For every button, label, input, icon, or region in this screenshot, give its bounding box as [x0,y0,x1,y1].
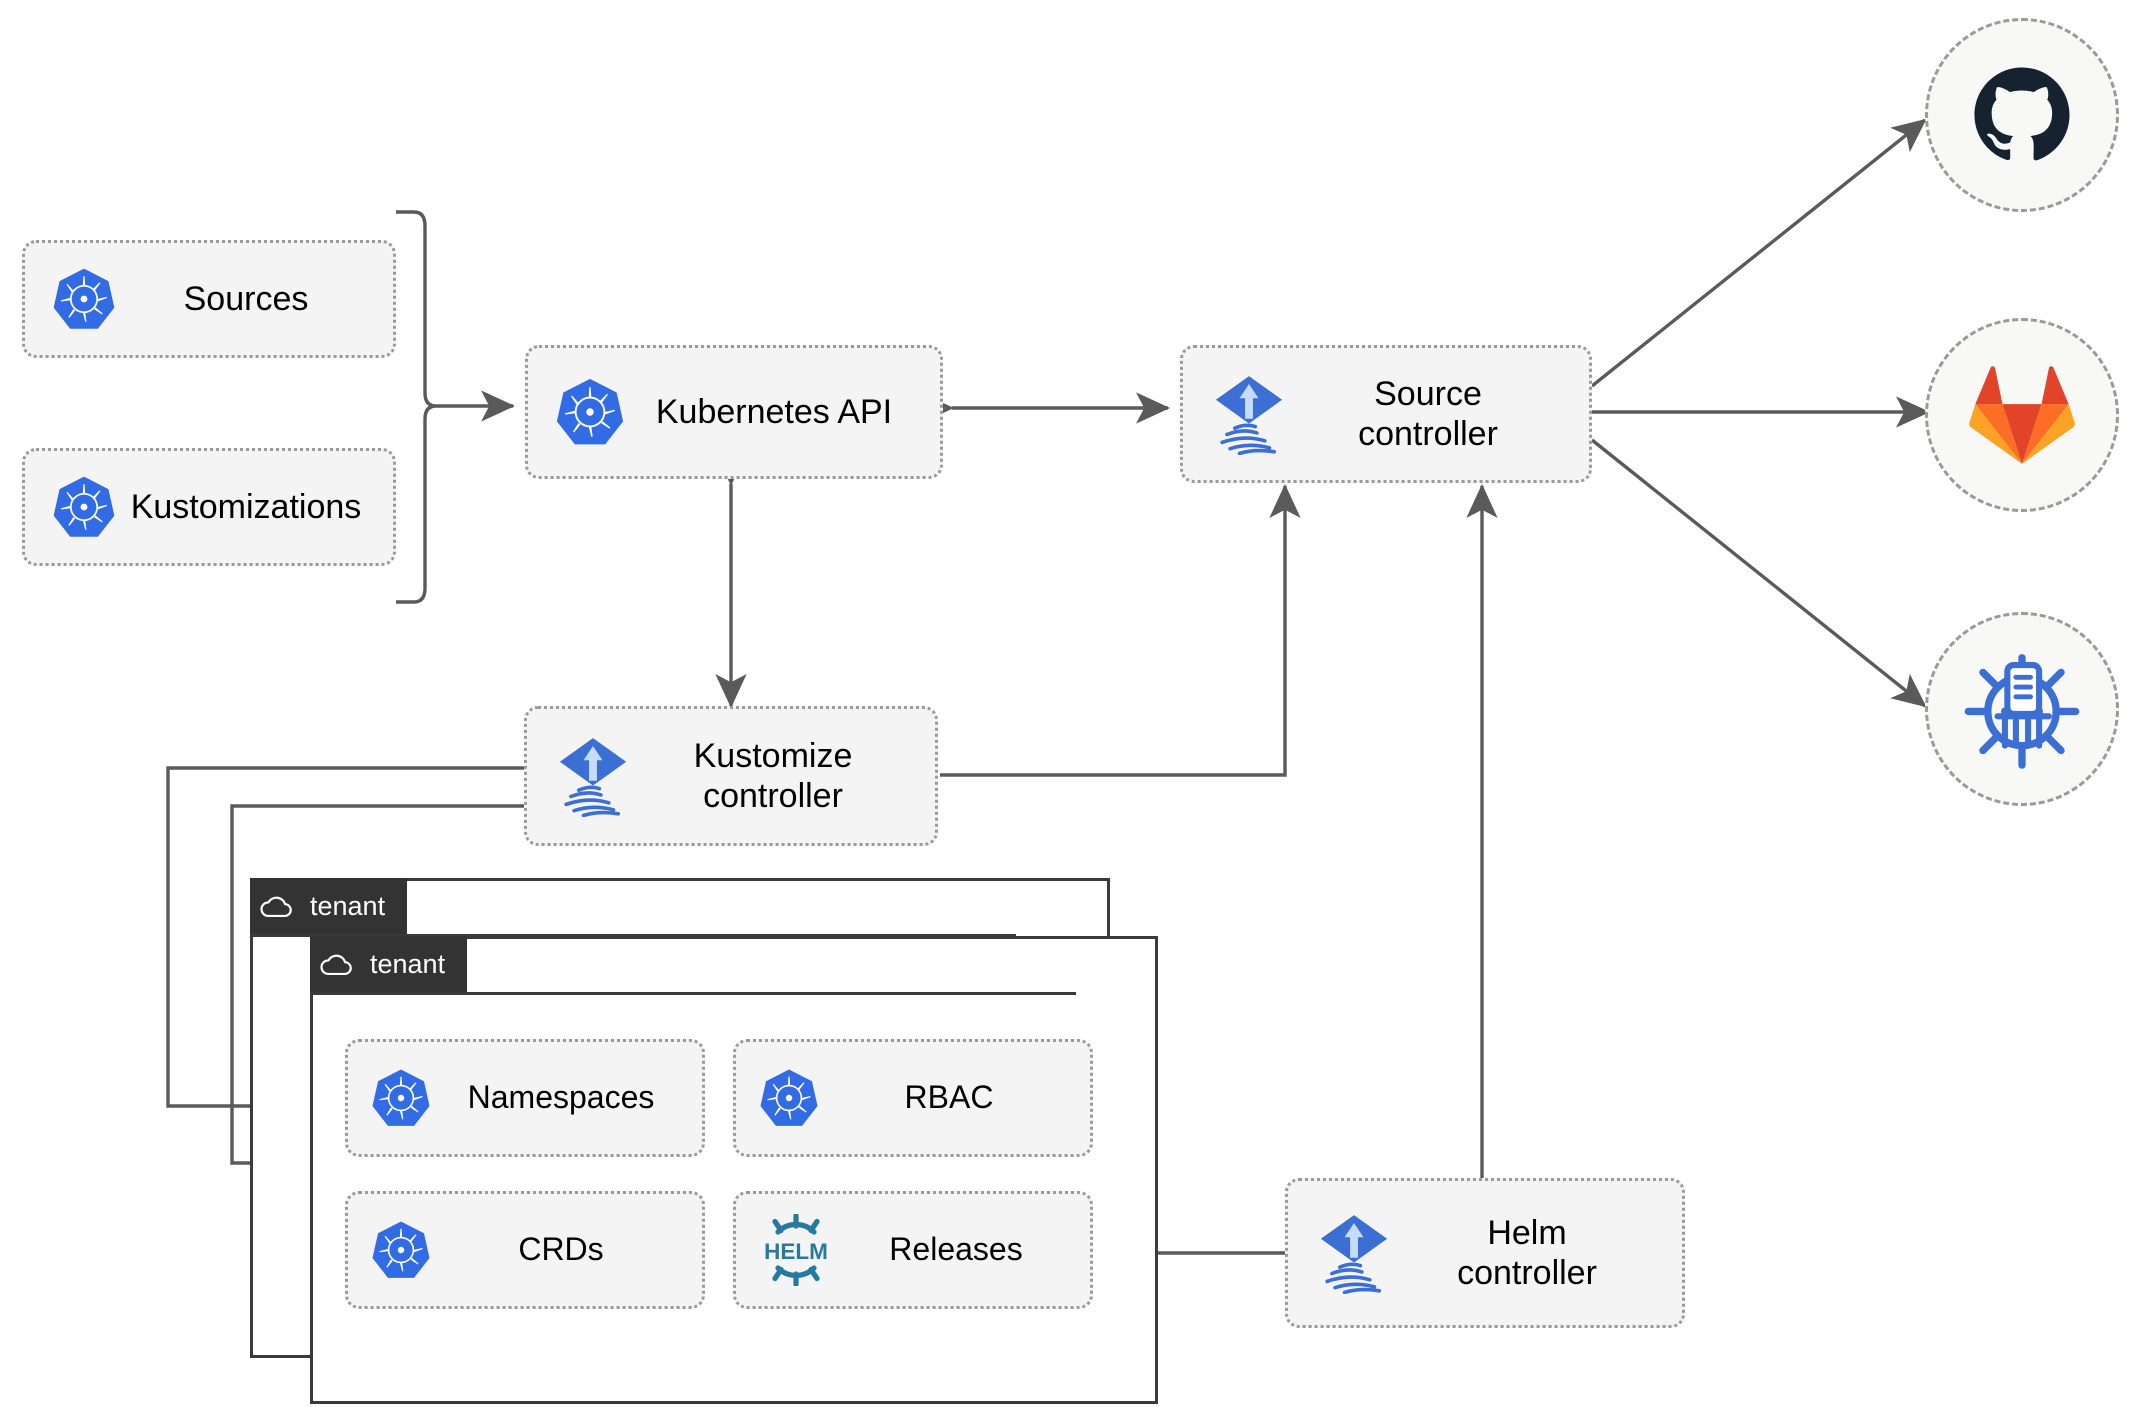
node-label-releases: Releases [889,1231,1023,1268]
tenant-tab[interactable]: tenant [250,878,408,934]
kubernetes-icon [51,266,117,332]
node-label-kubernetes-api: Kubernetes API [655,392,893,431]
kubernetes-icon [370,1219,432,1281]
resource-node-kustomizations[interactable]: Kustomizations [22,448,396,566]
resource-label-kustomizations: Kustomizations [130,487,362,526]
kubernetes-icon [554,376,626,448]
tenant-tabstrip [310,936,1076,995]
tenant-container-front[interactable]: tenant [310,936,1158,1404]
node-label-namespaces: Namespaces [467,1079,655,1116]
node-label-helm-controller: Helm controller [1457,1213,1597,1292]
node-source-controller[interactable]: Source controller [1180,345,1592,483]
svg-text:HELM: HELM [764,1239,828,1264]
endpoint-helm-repository[interactable] [1925,612,2119,806]
node-releases[interactable]: HELM Releases [733,1191,1093,1309]
helm-repository-icon [1964,654,2080,769]
gitlab-icon [1969,366,2075,464]
flux-icon [553,735,633,817]
resource-label-sources: Sources [183,279,309,318]
node-helm-controller[interactable]: Helm controller [1285,1178,1685,1328]
node-kustomize-controller[interactable]: Kustomize controller [524,706,938,846]
tenant-label: tenant [370,948,446,979]
node-label-crds: CRDs [518,1231,604,1268]
resource-node-sources[interactable]: Sources [22,240,396,358]
node-label-rbac: RBAC [904,1079,994,1116]
node-kubernetes-api[interactable]: Kubernetes API [525,345,943,479]
node-label-kustomize-controller: Kustomize controller [693,736,853,815]
kubernetes-icon [758,1067,820,1129]
node-namespaces[interactable]: Namespaces [345,1039,705,1157]
helm-icon: HELM [758,1214,834,1286]
kubernetes-icon [370,1067,432,1129]
kubernetes-icon [51,474,117,540]
cloud-icon [310,951,364,977]
tenant-tabstrip [250,878,1016,937]
github-icon [1974,67,2070,161]
cloud-icon [250,893,304,919]
endpoint-github[interactable] [1925,18,2119,212]
node-crds[interactable]: CRDs [345,1191,705,1309]
node-label-source-controller: Source controller [1358,374,1498,453]
flux-icon [1314,1212,1394,1294]
tenant-tab[interactable]: tenant [310,936,468,992]
node-rbac[interactable]: RBAC [733,1039,1093,1157]
endpoint-gitlab[interactable] [1925,318,2119,512]
flux-icon [1209,373,1289,455]
tenant-label: tenant [310,890,386,921]
